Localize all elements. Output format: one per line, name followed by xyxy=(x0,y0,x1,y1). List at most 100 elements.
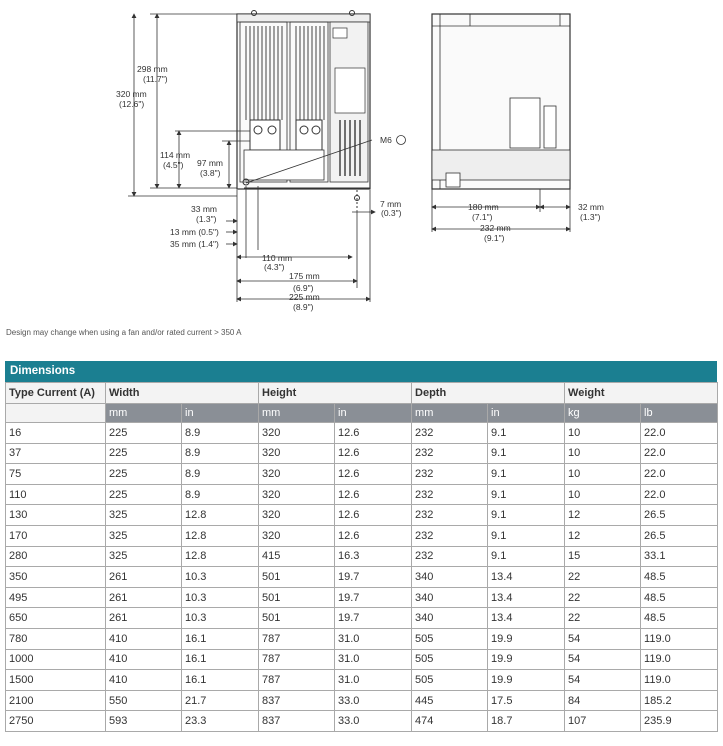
header-depth: Depth xyxy=(411,382,566,404)
value-cell: 26.5 xyxy=(640,524,719,547)
value-cell: 54 xyxy=(564,669,642,691)
svg-text:(3.8"): (3.8") xyxy=(200,168,221,178)
value-cell: 17.5 xyxy=(487,689,566,712)
value-cell: 8.9 xyxy=(180,442,260,465)
value-cell: 9.1 xyxy=(487,545,566,568)
value-cell: 320 xyxy=(258,504,336,526)
value-cell: 18.7 xyxy=(487,710,566,732)
header-weight: Weight xyxy=(564,382,719,404)
type-current-cell: 1500 xyxy=(5,669,106,691)
dimension-drawing: 298 mm (11.7") 320 mm (12.6") 114 mm (4.… xyxy=(116,10,604,312)
value-cell: 185.2 xyxy=(640,689,719,712)
unit-height-mm: mm xyxy=(258,403,336,423)
dimensions-table-container: Dimensions Type Current (A) Width Height… xyxy=(5,361,719,732)
value-cell: 12.8 xyxy=(180,524,260,547)
value-cell: 787 xyxy=(258,627,336,650)
front-view-device xyxy=(236,10,371,210)
unit-height-in: in xyxy=(334,403,413,423)
value-cell: 225 xyxy=(105,422,182,444)
value-cell: 48.5 xyxy=(640,566,719,588)
value-cell: 31.0 xyxy=(334,627,413,650)
value-cell: 10 xyxy=(564,463,642,485)
svg-text:110 mm: 110 mm xyxy=(262,253,292,263)
value-cell: 22.0 xyxy=(640,483,719,506)
value-cell: 9.1 xyxy=(487,483,566,506)
type-current-cell: 170 xyxy=(5,524,106,547)
value-cell: 501 xyxy=(258,586,336,609)
side-dimension-labels: 180 mm (7.1") 32 mm (1.3") 232 mm (9.1") xyxy=(468,202,604,243)
svg-text:175 mm: 175 mm xyxy=(289,271,320,281)
value-cell: 23.3 xyxy=(180,710,260,732)
value-cell: 505 xyxy=(411,669,489,691)
value-cell: 12 xyxy=(564,524,642,547)
value-cell: 22 xyxy=(564,607,642,629)
value-cell: 54 xyxy=(564,648,642,671)
type-current-cell: 495 xyxy=(5,586,106,609)
svg-text:(11.7"): (11.7") xyxy=(143,74,168,84)
value-cell: 410 xyxy=(105,648,182,671)
svg-text:(4.3"): (4.3") xyxy=(264,262,285,272)
svg-text:298 mm: 298 mm xyxy=(137,64,168,74)
svg-text:(12.6"): (12.6") xyxy=(119,99,144,109)
value-cell: 232 xyxy=(411,545,489,568)
header-type-current: Type Current (A) xyxy=(5,382,106,404)
value-cell: 9.1 xyxy=(487,422,566,444)
value-cell: 320 xyxy=(258,483,336,506)
svg-text:(7.1"): (7.1") xyxy=(472,212,493,222)
value-cell: 19.7 xyxy=(334,566,413,588)
value-cell: 474 xyxy=(411,710,489,732)
value-cell: 31.0 xyxy=(334,648,413,671)
value-cell: 340 xyxy=(411,607,489,629)
value-cell: 325 xyxy=(105,504,182,526)
header-width: Width xyxy=(104,382,260,404)
value-cell: 48.5 xyxy=(640,607,719,629)
value-cell: 340 xyxy=(411,586,489,609)
value-cell: 501 xyxy=(258,566,336,588)
svg-text:(6.9"): (6.9") xyxy=(293,283,314,293)
value-cell: 550 xyxy=(105,689,182,712)
value-cell: 235.9 xyxy=(640,710,719,732)
unit-weight-kg: kg xyxy=(564,403,642,423)
side-view-device xyxy=(431,13,571,190)
value-cell: 225 xyxy=(105,442,182,465)
value-cell: 22.0 xyxy=(640,422,719,444)
value-cell: 16.1 xyxy=(180,627,260,650)
svg-text:180 mm: 180 mm xyxy=(468,202,499,212)
design-note: Design may change when using a fan and/o… xyxy=(6,328,242,337)
value-cell: 320 xyxy=(258,442,336,465)
value-cell: 415 xyxy=(258,545,336,568)
value-cell: 10 xyxy=(564,422,642,444)
svg-text:97 mm: 97 mm xyxy=(197,158,223,168)
value-cell: 21.7 xyxy=(180,689,260,712)
svg-text:225 mm: 225 mm xyxy=(289,292,320,302)
value-cell: 22 xyxy=(564,586,642,609)
value-cell: 501 xyxy=(258,607,336,629)
value-cell: 12.6 xyxy=(334,442,413,465)
value-cell: 9.1 xyxy=(487,442,566,465)
type-current-cell: 650 xyxy=(5,607,106,629)
value-cell: 33.1 xyxy=(640,545,719,568)
type-current-cell: 350 xyxy=(5,566,106,588)
value-cell: 787 xyxy=(258,648,336,671)
value-cell: 22.0 xyxy=(640,442,719,465)
value-cell: 837 xyxy=(258,710,336,732)
value-cell: 26.5 xyxy=(640,504,719,526)
value-cell: 340 xyxy=(411,566,489,588)
value-cell: 16.3 xyxy=(334,545,413,568)
value-cell: 837 xyxy=(258,689,336,712)
value-cell: 15 xyxy=(564,545,642,568)
group-header-row: Type Current (A) Width Height Depth Weig… xyxy=(5,382,719,404)
value-cell: 12.6 xyxy=(334,422,413,444)
svg-text:(4.5"): (4.5") xyxy=(163,160,184,170)
value-cell: 12.6 xyxy=(334,504,413,526)
svg-text:114 mm: 114 mm xyxy=(160,150,190,160)
